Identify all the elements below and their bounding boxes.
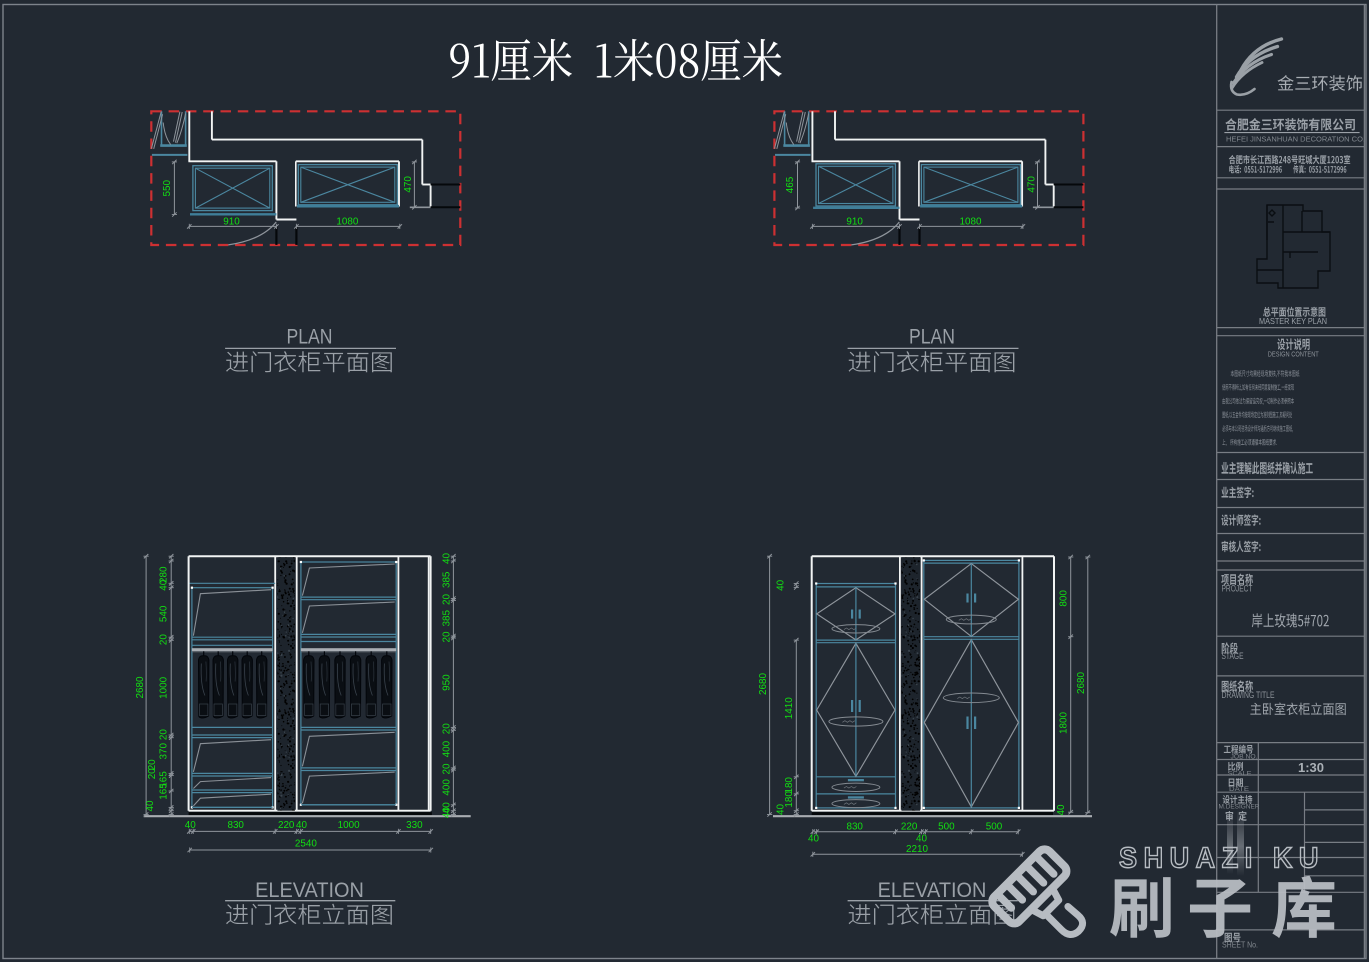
svg-text:910: 910 [223,216,240,227]
svg-text:180: 180 [784,791,795,808]
svg-text:ELEVATION: ELEVATION [255,878,364,902]
svg-text:165: 165 [159,783,170,800]
svg-text:1080: 1080 [336,216,358,227]
svg-text:20: 20 [442,763,453,774]
svg-text:20: 20 [442,631,453,642]
svg-text:470: 470 [403,176,414,193]
svg-text:40: 40 [159,579,170,590]
svg-text:PROJECT: PROJECT [1222,583,1253,593]
svg-text:385: 385 [442,609,453,626]
svg-text:830: 830 [227,820,244,831]
svg-text:1800: 1800 [1059,712,1070,734]
svg-text:20: 20 [442,594,453,605]
svg-text:STAGE: STAGE [1222,651,1244,661]
svg-text:830: 830 [846,821,863,832]
svg-text:HEFEI JINSANHUAN DECORATION CO: HEFEI JINSANHUAN DECORATION CO. [1226,135,1365,144]
svg-text:40: 40 [776,579,787,590]
svg-text:40: 40 [442,802,453,813]
svg-text:40: 40 [776,804,787,815]
svg-text:SHEET No.: SHEET No. [1222,940,1258,950]
svg-text:400: 400 [442,740,453,757]
svg-text:20: 20 [159,634,170,645]
svg-text:280: 280 [159,566,170,583]
svg-text:1000: 1000 [159,676,170,698]
svg-text:40: 40 [442,553,453,564]
svg-text:DRAWING TITLE: DRAWING TITLE [1222,690,1275,700]
svg-text:40: 40 [808,834,819,845]
svg-text:910: 910 [846,216,863,227]
svg-text:M.DESIGNER: M.DESIGNER [1219,804,1260,811]
svg-text:180: 180 [784,777,795,794]
svg-text:ELEVATION: ELEVATION [878,878,987,902]
svg-text:220: 220 [278,820,295,831]
svg-text:1:30: 1:30 [1298,760,1324,775]
svg-text:40: 40 [1056,804,1067,815]
svg-text:20: 20 [159,729,170,740]
svg-text:1410: 1410 [784,697,795,719]
svg-text:385: 385 [442,571,453,588]
svg-text:470: 470 [1026,176,1037,193]
svg-text:40: 40 [296,820,307,831]
svg-text:2680: 2680 [1076,672,1087,694]
svg-text:DESIGN CONTENT: DESIGN CONTENT [1268,350,1319,359]
svg-text:PLAN: PLAN [909,325,955,349]
svg-text:950: 950 [442,674,453,691]
svg-text:40: 40 [442,807,453,818]
svg-text:550: 550 [162,179,173,196]
svg-text:20: 20 [442,723,453,734]
svg-text:40: 40 [916,834,927,845]
svg-text:540: 540 [159,605,170,622]
svg-text:JOB NO.: JOB NO. [1231,753,1258,760]
svg-text:2680: 2680 [758,673,769,695]
svg-text:500: 500 [938,821,955,832]
svg-text:330: 330 [406,820,423,831]
svg-text:370: 370 [159,742,170,759]
svg-text:165: 165 [159,771,170,788]
svg-text:40: 40 [145,800,156,811]
svg-text:465: 465 [785,176,796,193]
svg-text:SHUAZI KU: SHUAZI KU [1119,843,1325,875]
svg-text:SCALE: SCALE [1228,770,1252,777]
svg-text:800: 800 [1059,590,1070,607]
svg-text:MASTER KEY PLAN: MASTER KEY PLAN [1259,317,1327,326]
svg-text:20: 20 [147,759,158,770]
svg-text:1000: 1000 [338,820,360,831]
svg-text:220: 220 [901,821,918,832]
svg-text:DATE: DATE [1229,786,1250,793]
svg-text:2680: 2680 [135,676,146,698]
svg-text:1080: 1080 [960,216,982,227]
svg-text:PLAN: PLAN [287,325,333,349]
svg-text:500: 500 [986,821,1003,832]
svg-text:2540: 2540 [295,839,317,850]
svg-text:2210: 2210 [906,844,928,855]
svg-text:40: 40 [185,820,196,831]
svg-text:400: 400 [442,779,453,796]
svg-text:20: 20 [147,768,158,779]
